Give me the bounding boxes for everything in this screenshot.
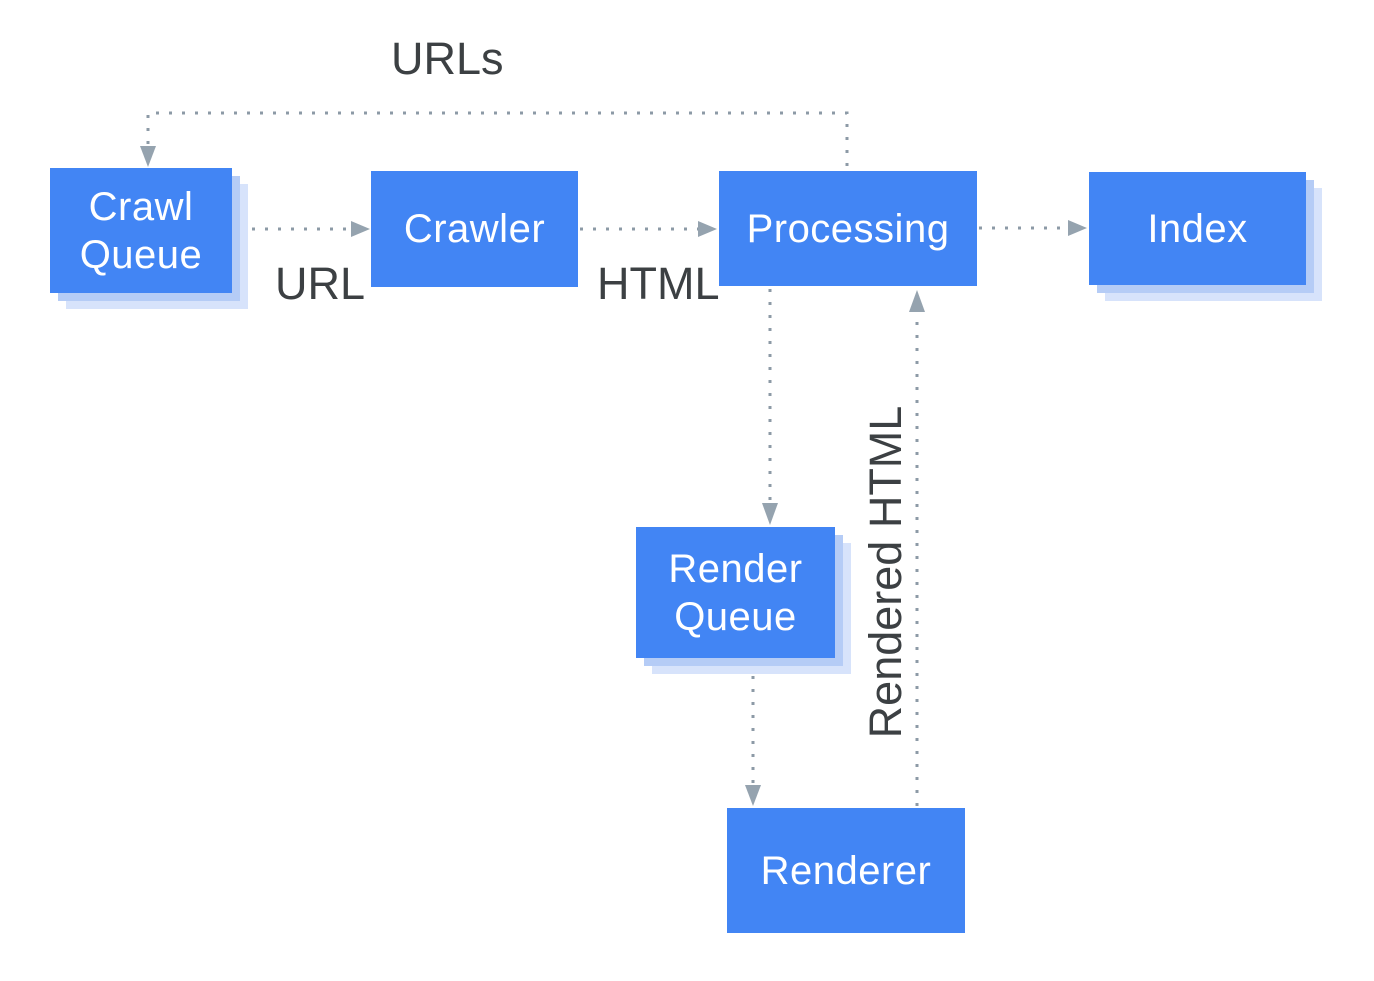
node-crawler-label: Crawler [403,207,546,251]
node-crawler: Crawler [371,171,578,287]
edge-processing-to-render-queue-arrowhead [762,503,778,525]
node-processing-label: Processing [746,206,950,251]
node-crawl-queue-label: Crawl Queue [79,184,203,277]
node-index-label: Index [1147,206,1248,251]
edge-label-urls: URLs [391,33,504,84]
edge-label-rendered-html: Rendered HTML [860,405,911,739]
edge-label-html: HTML [597,258,720,309]
edge-renderer-to-processing-arrowhead [909,290,925,312]
node-renderer: Renderer [727,808,965,933]
edge-crawler-to-processing-arrowhead [698,221,717,237]
node-index: Index [1089,172,1306,285]
node-renderer-label: Renderer [760,848,932,893]
edge-render-queue-to-renderer-arrowhead [745,785,761,806]
node-crawl-queue: Crawl Queue [50,168,232,293]
edge-crawl-queue-to-crawler-arrowhead [351,221,370,237]
edge-processing-to-index-arrowhead [1068,220,1087,236]
node-render-queue: Render Queue [636,527,835,658]
edge-processing-to-crawl-queue-arrowhead [140,146,156,167]
edge-processing-to-crawl-queue-line [146,111,849,166]
edge-label-url: URL [275,258,366,309]
node-processing: Processing [719,171,977,286]
node-render-queue-label: Render Queue [668,546,803,639]
